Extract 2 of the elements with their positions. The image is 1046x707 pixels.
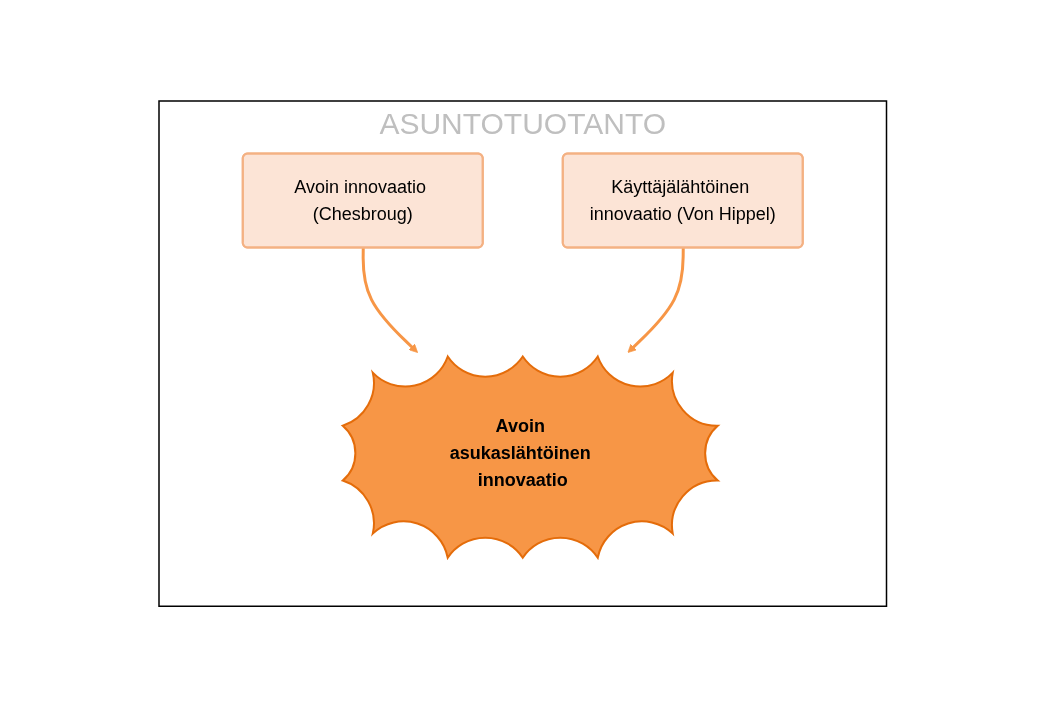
arrow xyxy=(627,247,685,353)
arrow xyxy=(361,247,419,353)
